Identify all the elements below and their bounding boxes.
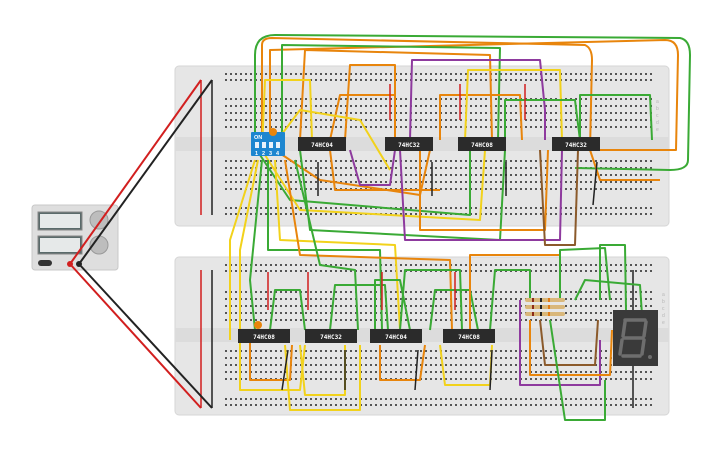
dip-toggle-3[interactable] — [269, 142, 273, 148]
power-rails — [200, 80, 634, 408]
dip-switch-label-3: 3 — [269, 151, 272, 157]
ground-wires — [281, 161, 598, 391]
chip-bottom-2-label: 74HC32 — [320, 334, 342, 341]
chip-top-4-label: 74HC32 — [565, 142, 587, 149]
resistor-icon — [525, 298, 565, 302]
chip-bottom-1-label: 74HC08 — [253, 334, 275, 341]
svg-text:a: a — [656, 99, 659, 105]
chip-bottom-4-label: 74HC08 — [458, 334, 480, 341]
resistor-array[interactable] — [525, 298, 565, 316]
chip-top-3-label: 74HC08 — [471, 142, 493, 149]
row-labels-bottom: a b c d e — [662, 292, 665, 326]
dip-switch-label-1: 1 — [255, 151, 258, 157]
chip-bottom-3[interactable]: 74HC04 — [370, 329, 422, 343]
chip-bottom-3-label: 74HC04 — [385, 334, 407, 341]
svg-text:d: d — [662, 313, 665, 319]
dip-toggle-2[interactable] — [262, 142, 266, 148]
svg-text:e: e — [656, 127, 659, 133]
svg-text:c: c — [656, 113, 659, 119]
dip-switch-label-4: 4 — [276, 151, 280, 157]
chip-top-3[interactable]: 74HC08 — [458, 137, 506, 151]
power-taps — [267, 84, 526, 310]
svg-text:d: d — [656, 120, 659, 126]
seven-segment-display-icon[interactable] — [613, 310, 658, 366]
chip-top-4[interactable]: 74HC32 — [552, 137, 600, 151]
chip-top-2-label: 74HC32 — [398, 142, 420, 149]
chip-bottom-1[interactable]: 74HC08 — [238, 329, 290, 343]
svg-text:e: e — [662, 320, 665, 326]
chip-top-1[interactable]: 74HC04 — [298, 137, 346, 151]
svg-text:b: b — [656, 106, 659, 112]
chip-top-1-label: 74HC04 — [311, 142, 333, 149]
chip-bottom-4[interactable]: 74HC08 — [443, 329, 495, 343]
svg-text:a: a — [662, 292, 665, 298]
chip-bottom-2[interactable]: 74HC32 — [305, 329, 357, 343]
wires[interactable] — [229, 34, 691, 421]
chip-top-2[interactable]: 74HC32 — [385, 137, 433, 151]
row-labels-top: a b c d e — [656, 99, 659, 133]
power-supply[interactable] — [31, 204, 119, 271]
svg-text:b: b — [662, 299, 665, 305]
dip-on-label: ON — [254, 135, 262, 141]
dip-toggle-1[interactable] — [255, 142, 259, 148]
svg-text:c: c — [662, 306, 665, 312]
wire-endpoint[interactable] — [269, 128, 277, 136]
wire-endpoint[interactable] — [254, 321, 262, 329]
dip-switch-label-2: 2 — [262, 151, 265, 157]
dip-toggle-4[interactable] — [276, 142, 280, 148]
dip-switch[interactable]: ON 1 2 3 4 — [251, 132, 285, 157]
supply-leads — [69, 79, 213, 409]
